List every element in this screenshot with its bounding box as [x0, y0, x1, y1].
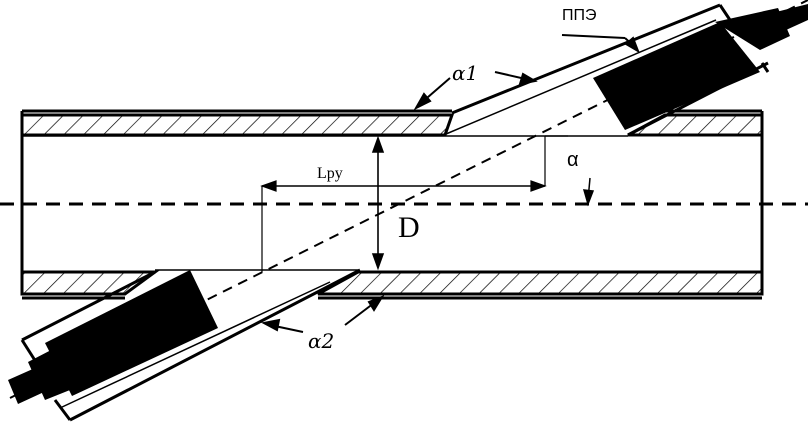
transducer-leader: [561, 34, 640, 54]
alpha2-label: α2: [308, 329, 334, 353]
transducer-label: ППЭ: [562, 7, 597, 24]
pipe-bore: [22, 135, 628, 271]
lower-transducer-housing: [20, 268, 361, 422]
alpha1-leaders: [413, 71, 538, 111]
diameter-label: D: [398, 211, 420, 244]
pipe-outline: [20, 109, 764, 300]
length-label: Lpy: [317, 165, 343, 182]
length-dimension: [260, 135, 568, 272]
acoustic-path-line: [9, 0, 808, 399]
alpha2-leaders: [261, 295, 385, 333]
angle-leader: [582, 177, 595, 207]
alpha1-label: α1: [452, 61, 478, 85]
diameter-dimension: [371, 135, 385, 271]
angle-label: α: [567, 149, 579, 171]
